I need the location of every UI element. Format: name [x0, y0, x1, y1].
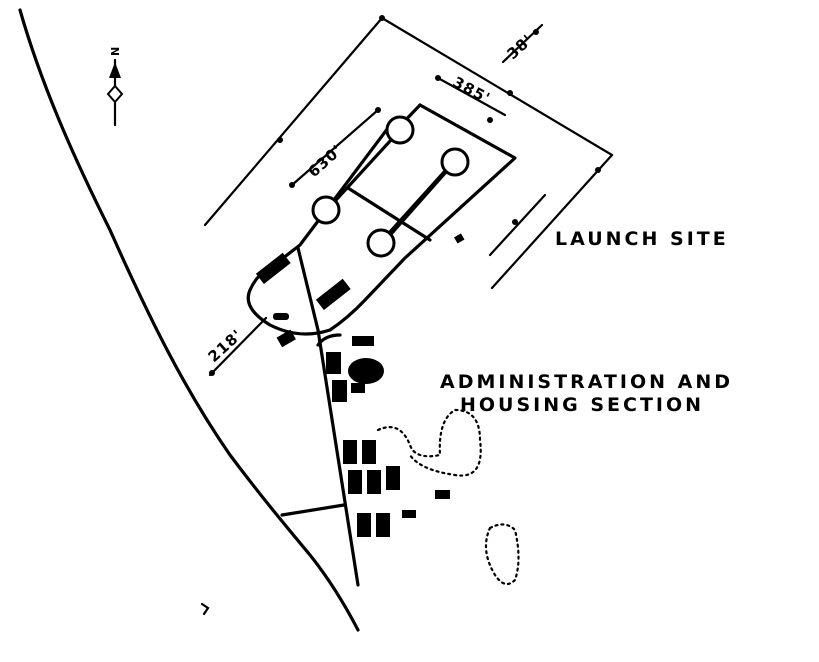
- launch-area: [246, 103, 517, 348]
- administration-label: ADMINISTRATION AND: [440, 371, 733, 393]
- missile-shelter: [255, 252, 291, 284]
- dotted-pond-boundary: [484, 523, 520, 586]
- road-loop: [316, 333, 342, 347]
- dimension-385: 385': [450, 73, 494, 108]
- north-label: N: [109, 47, 122, 56]
- launch-pad: [311, 195, 341, 225]
- launch-pad: [385, 115, 415, 145]
- north-arrow-icon: N: [106, 47, 124, 127]
- launch-area-boundary: [246, 103, 517, 336]
- map-mark: [200, 602, 210, 616]
- coastline: [18, 8, 360, 632]
- missile-shelter: [315, 278, 351, 310]
- dimension-lines: 630' 385' 218' 38': [203, 15, 614, 377]
- launch-site-label: LAUNCH SITE: [555, 228, 729, 250]
- dimension-630: 630': [304, 141, 346, 181]
- side-road: [280, 503, 346, 517]
- admin-housing-buildings: [326, 336, 450, 537]
- main-road: [316, 328, 360, 587]
- launch-pad: [366, 228, 396, 258]
- dotted-area-boundary: [376, 408, 482, 477]
- launch-pad: [440, 147, 470, 177]
- housing-section-label: HOUSING SECTION: [460, 394, 704, 416]
